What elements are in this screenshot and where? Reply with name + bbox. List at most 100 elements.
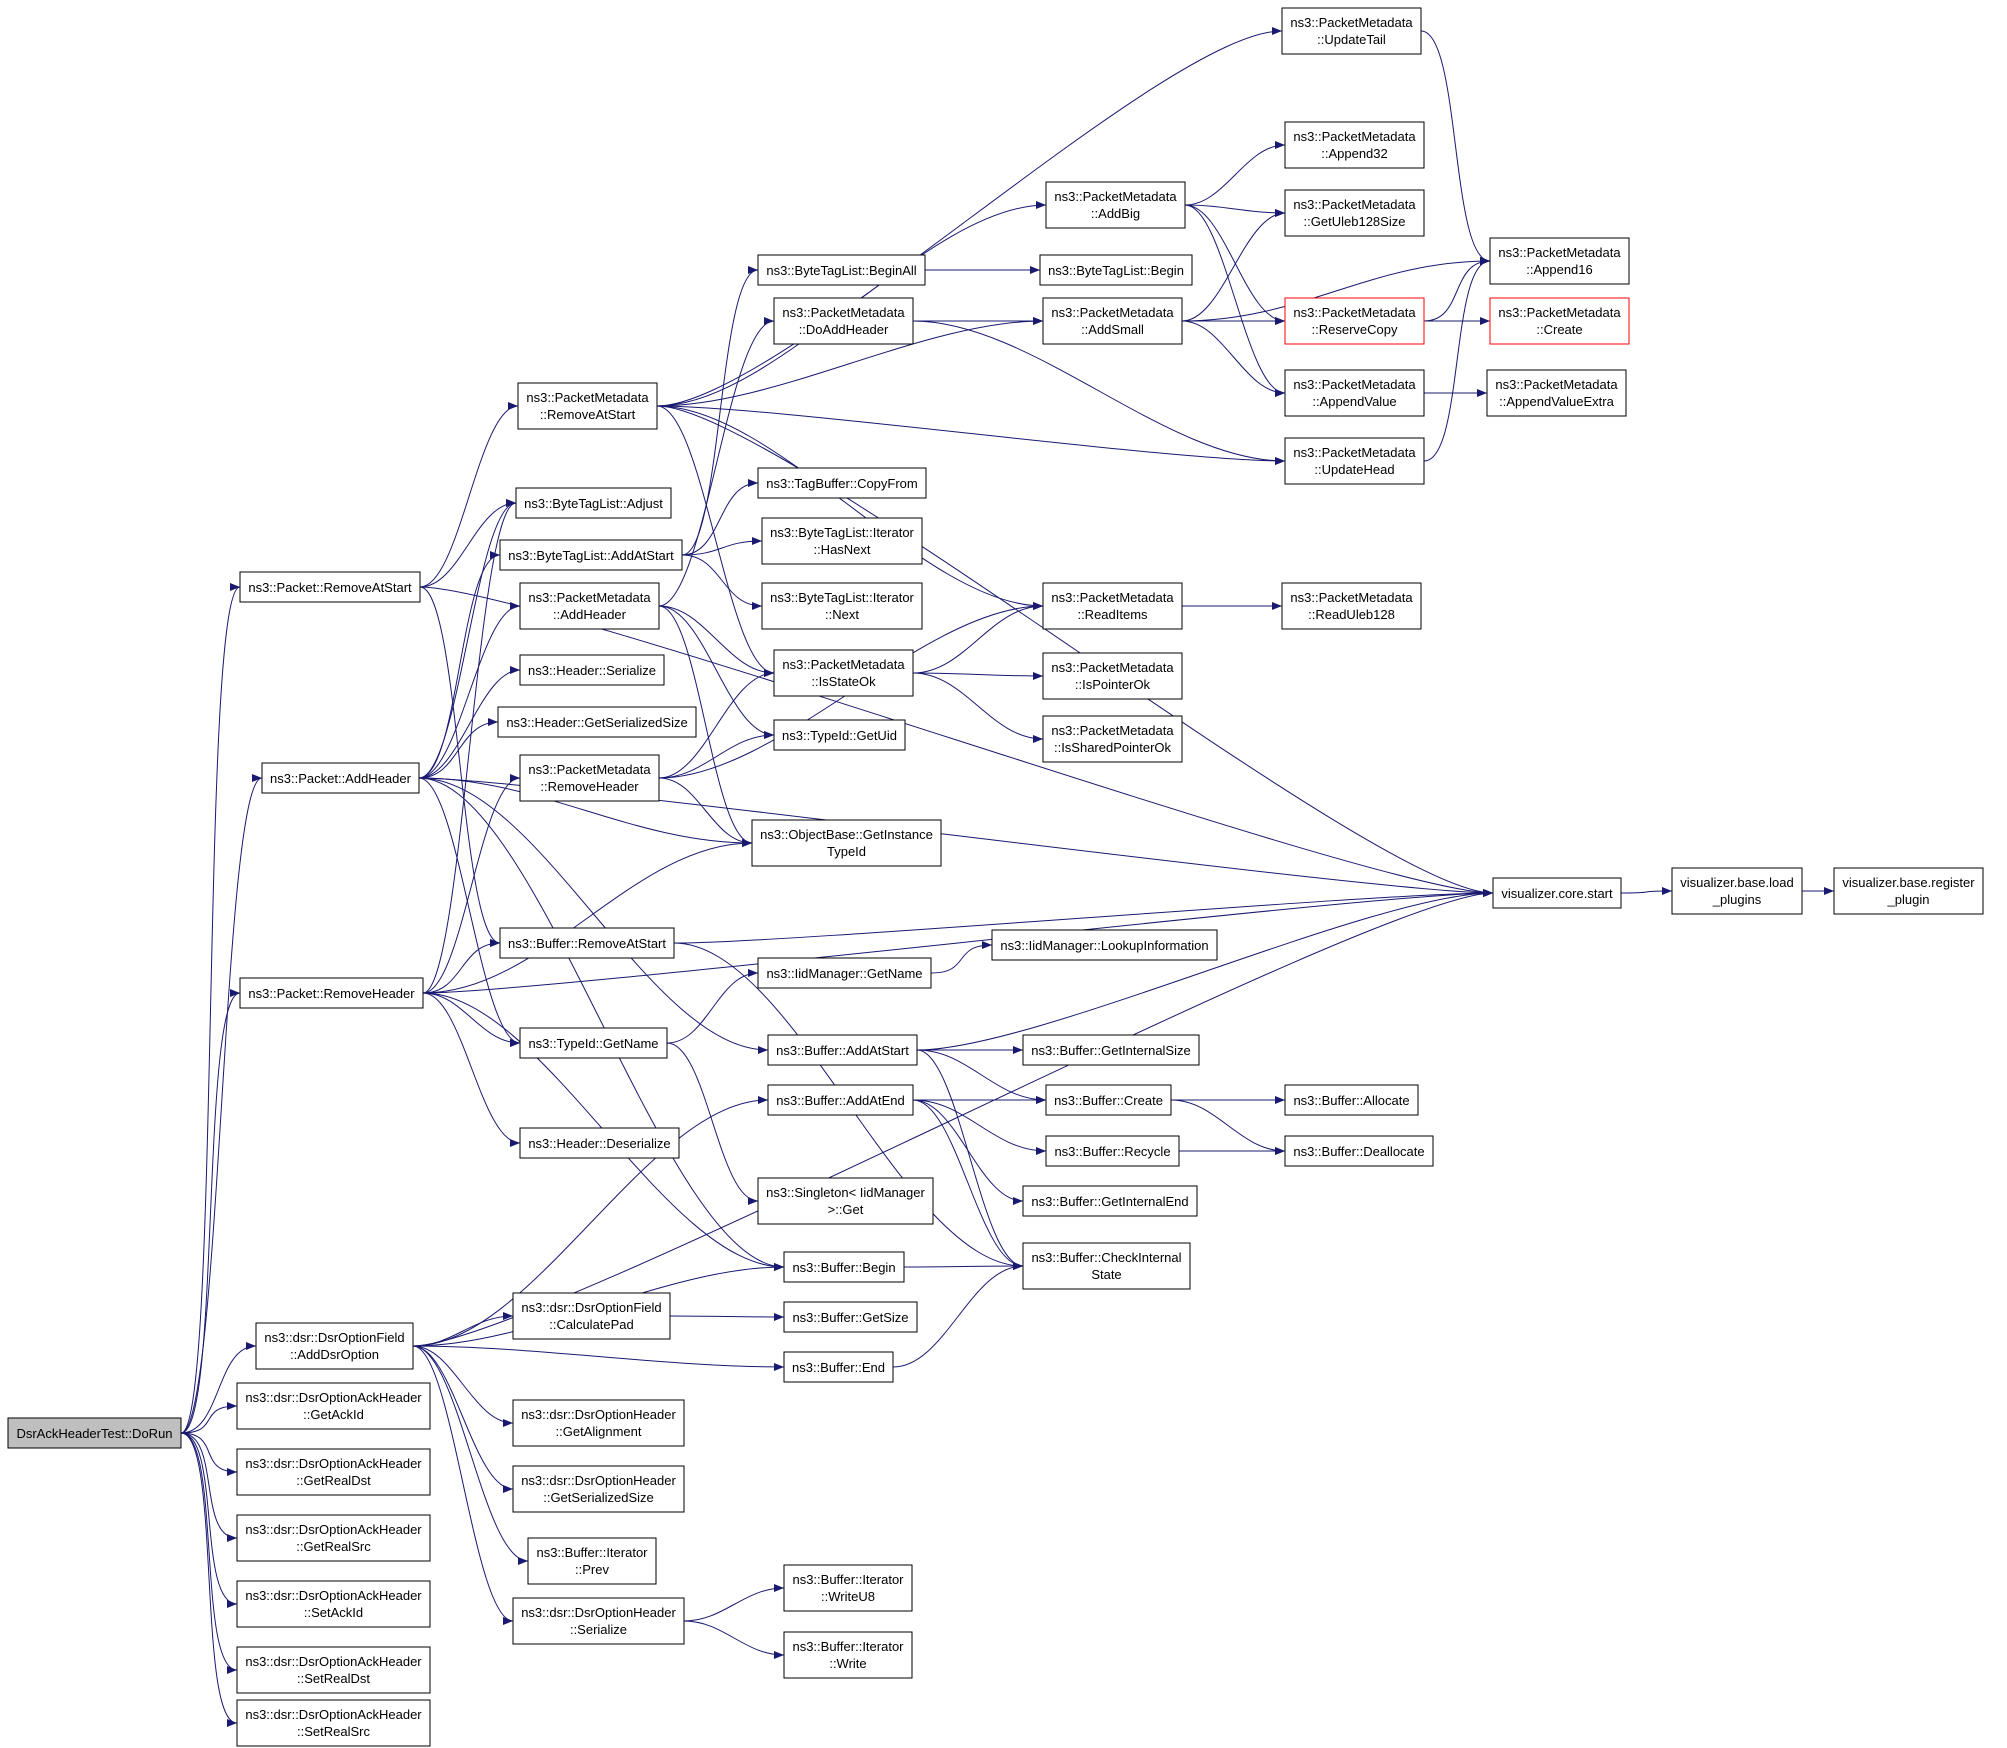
node-packetmetadata-isstateok[interactable]: ns3::PacketMetadata::IsStateOk xyxy=(773,649,914,697)
node-box xyxy=(497,706,697,738)
node-singleton-iidmanager-get[interactable]: ns3::Singleton< IidManager>::Get xyxy=(757,1177,934,1225)
node-label: ::Append32 xyxy=(1321,146,1388,161)
node-buffer-iterator-prev[interactable]: ns3::Buffer::Iterator::Prev xyxy=(527,1537,657,1585)
node-box xyxy=(1022,1034,1200,1066)
node-bytetaglist-adjust[interactable]: ns3::ByteTagList::Adjust xyxy=(515,487,672,519)
node-label: TypeId xyxy=(827,844,866,859)
node-packetmetadata-addheader[interactable]: ns3::PacketMetadata::AddHeader xyxy=(519,582,660,630)
edge-packet-removeatstart--packetmetadata-removeatstart xyxy=(419,402,519,588)
node-buffer-iterator-write[interactable]: ns3::Buffer::Iterator::Write xyxy=(783,1631,913,1679)
node-header-getserializedsize[interactable]: ns3::Header::GetSerializedSize xyxy=(497,706,697,738)
node-dsroptionackheader-setackid[interactable]: ns3::dsr::DsrOptionAckHeader::SetAckId xyxy=(236,1580,431,1628)
node-label: ns3::PacketMetadata xyxy=(1293,445,1416,460)
node-bytetaglist-addatstart[interactable]: ns3::ByteTagList::AddAtStart xyxy=(499,539,683,571)
node-packetmetadata-create[interactable]: ns3::PacketMetadata::Create xyxy=(1489,297,1630,345)
node-packetmetadata-removeheader[interactable]: ns3::PacketMetadata::RemoveHeader xyxy=(519,754,660,802)
node-packetmetadata-getuleb128size[interactable]: ns3::PacketMetadata::GetUleb128Size xyxy=(1284,189,1425,237)
node-dsroptionheader-getserializedsize[interactable]: ns3::dsr::DsrOptionHeader::GetSerialized… xyxy=(512,1465,685,1513)
node-header-deserialize[interactable]: ns3::Header::Deserialize xyxy=(519,1127,680,1159)
node-dsroptionackheader-setrealdst[interactable]: ns3::dsr::DsrOptionAckHeader::SetRealDst xyxy=(236,1646,431,1694)
node-buffer-allocate[interactable]: ns3::Buffer::Allocate xyxy=(1284,1084,1419,1116)
node-dsroptionackheader-getackid[interactable]: ns3::dsr::DsrOptionAckHeader::GetAckId xyxy=(236,1382,431,1430)
node-buffer-getinternalend[interactable]: ns3::Buffer::GetInternalEnd xyxy=(1022,1185,1198,1217)
node-box xyxy=(1489,297,1630,345)
node-packetmetadata-ispointerok[interactable]: ns3::PacketMetadata::IsPointerOk xyxy=(1042,652,1183,700)
node-dsroptionheader-getalignment[interactable]: ns3::dsr::DsrOptionHeader::GetAlignment xyxy=(512,1399,685,1447)
edge-buffer-addatstart--buffer-create xyxy=(916,1049,1047,1104)
node-label: ns3::ByteTagList::AddAtStart xyxy=(508,548,674,563)
node-tagbuffer-copyfrom[interactable]: ns3::TagBuffer::CopyFrom xyxy=(757,467,927,499)
edge-packetmetadata-removeatstart--packetmetadata-updatehead xyxy=(656,405,1286,465)
edge-packetmetadata-removeheader--packetmetadata-isstateok xyxy=(658,669,775,779)
node-box xyxy=(261,762,420,794)
node-buffer-removeatstart[interactable]: ns3::Buffer::RemoveAtStart xyxy=(499,927,675,959)
node-typeid-getuid[interactable]: ns3::TypeId::GetUid xyxy=(773,719,906,751)
node-packetmetadata-append16[interactable]: ns3::PacketMetadata::Append16 xyxy=(1489,237,1630,285)
node-label: ns3::Buffer::Allocate xyxy=(1293,1093,1409,1108)
node-packetmetadata-doaddheader[interactable]: ns3::PacketMetadata::DoAddHeader xyxy=(773,297,914,345)
node-dsroptionackheader-setrealsrc[interactable]: ns3::dsr::DsrOptionAckHeader::SetRealSrc xyxy=(236,1699,431,1747)
edge-packetmetadata-removeheader--typeid-getuid xyxy=(658,731,775,779)
node-iidmanager-getname[interactable]: ns3::IidManager::GetName xyxy=(757,957,932,989)
node-bytetaglist-begin[interactable]: ns3::ByteTagList::Begin xyxy=(1039,254,1193,286)
node-typeid-getname[interactable]: ns3::TypeId::GetName xyxy=(519,1027,668,1059)
node-packetmetadata-reservecopy[interactable]: ns3::PacketMetadata::ReserveCopy xyxy=(1284,297,1425,345)
node-dsroptionfield-calculatepad[interactable]: ns3::dsr::DsrOptionField::CalculatePad xyxy=(512,1292,671,1340)
node-bytetaglist-beginall[interactable]: ns3::ByteTagList::BeginAll xyxy=(757,254,926,286)
node-packetmetadata-readuleb128[interactable]: ns3::PacketMetadata::ReadUleb128 xyxy=(1281,582,1422,630)
node-packet-removeheader[interactable]: ns3::Packet::RemoveHeader xyxy=(239,977,424,1009)
edge-packetmetadata-removeatstart--packetmetadata-readitems xyxy=(656,405,1044,610)
node-visualizer-core-start[interactable]: visualizer.core.start xyxy=(1492,877,1622,909)
node-buffer-begin[interactable]: ns3::Buffer::Begin xyxy=(783,1251,905,1283)
node-dsroptionackheader-getrealsrc[interactable]: ns3::dsr::DsrOptionAckHeader::GetRealSrc xyxy=(236,1514,431,1562)
node-buffer-iterator-writeu8[interactable]: ns3::Buffer::Iterator::WriteU8 xyxy=(783,1564,913,1612)
node-visualizer-base-register-plugin[interactable]: visualizer.base.register_plugin xyxy=(1833,867,1984,915)
node-packetmetadata-updatetail[interactable]: ns3::PacketMetadata::UpdateTail xyxy=(1281,7,1422,55)
node-label: ns3::PacketMetadata xyxy=(782,657,905,672)
node-dsrackheadertest-dorun[interactable]: DsrAckHeaderTest::DoRun xyxy=(7,1417,182,1449)
edge-dsrackheadertest-dorun--dsroptionackheader-setackid xyxy=(180,1432,238,1608)
node-box xyxy=(512,1399,685,1447)
node-packetmetadata-removeatstart[interactable]: ns3::PacketMetadata::RemoveAtStart xyxy=(517,382,658,430)
node-buffer-getinternalsize[interactable]: ns3::Buffer::GetInternalSize xyxy=(1022,1034,1200,1066)
node-packetmetadata-readitems[interactable]: ns3::PacketMetadata::ReadItems xyxy=(1042,582,1183,630)
node-dsroptionfield-adddsroption[interactable]: ns3::dsr::DsrOptionField::AddDsrOption xyxy=(255,1322,414,1370)
node-label: visualizer.base.register xyxy=(1842,875,1975,890)
node-buffer-getsize[interactable]: ns3::Buffer::GetSize xyxy=(783,1301,918,1333)
node-packetmetadata-updatehead[interactable]: ns3::PacketMetadata::UpdateHead xyxy=(1284,437,1425,485)
node-packetmetadata-appendvalue[interactable]: ns3::PacketMetadata::AppendValue xyxy=(1284,369,1425,417)
node-buffer-create[interactable]: ns3::Buffer::Create xyxy=(1045,1084,1172,1116)
node-packetmetadata-addbig[interactable]: ns3::PacketMetadata::AddBig xyxy=(1045,181,1186,229)
node-box xyxy=(1042,297,1183,345)
node-dsroptionheader-serialize[interactable]: ns3::dsr::DsrOptionHeader::Serialize xyxy=(512,1597,685,1645)
node-box xyxy=(236,1580,431,1628)
node-label: ns3::Buffer::Iterator xyxy=(792,1639,904,1654)
node-buffer-addatstart[interactable]: ns3::Buffer::AddAtStart xyxy=(767,1034,918,1066)
node-packetmetadata-addsmall[interactable]: ns3::PacketMetadata::AddSmall xyxy=(1042,297,1183,345)
node-label: ::UpdateTail xyxy=(1317,32,1386,47)
node-packetmetadata-append32[interactable]: ns3::PacketMetadata::Append32 xyxy=(1284,121,1425,169)
node-box xyxy=(1042,652,1183,700)
node-iidmanager-lookupinformation[interactable]: ns3::IidManager::LookupInformation xyxy=(991,929,1218,961)
node-box xyxy=(773,719,906,751)
node-buffer-addatend[interactable]: ns3::Buffer::AddAtEnd xyxy=(767,1084,914,1116)
node-label: ns3::Buffer::RemoveAtStart xyxy=(508,936,666,951)
node-bytetaglist-iterator-hasnext[interactable]: ns3::ByteTagList::Iterator::HasNext xyxy=(761,517,923,565)
node-bytetaglist-iterator-next[interactable]: ns3::ByteTagList::Iterator::Next xyxy=(761,582,923,630)
node-buffer-end[interactable]: ns3::Buffer::End xyxy=(783,1351,894,1383)
node-visualizer-base-load-plugins[interactable]: visualizer.base.load_plugins xyxy=(1671,867,1803,915)
node-packet-removeatstart[interactable]: ns3::Packet::RemoveAtStart xyxy=(239,571,421,603)
node-box xyxy=(1045,1135,1180,1167)
node-packetmetadata-appendvalueextra[interactable]: ns3::PacketMetadata::AppendValueExtra xyxy=(1486,369,1627,417)
node-label: ns3::Buffer::GetInternalEnd xyxy=(1031,1194,1188,1209)
node-label: ns3::PacketMetadata xyxy=(1051,723,1174,738)
node-header-serialize[interactable]: ns3::Header::Serialize xyxy=(519,654,665,686)
node-dsroptionackheader-getrealdst[interactable]: ns3::dsr::DsrOptionAckHeader::GetRealDst xyxy=(236,1448,431,1496)
node-packetmetadata-issharedpointerok[interactable]: ns3::PacketMetadata::IsSharedPointerOk xyxy=(1042,715,1183,763)
node-buffer-deallocate[interactable]: ns3::Buffer::Deallocate xyxy=(1284,1135,1434,1167)
node-buffer-recycle[interactable]: ns3::Buffer::Recycle xyxy=(1045,1135,1180,1167)
node-packet-addheader[interactable]: ns3::Packet::AddHeader xyxy=(261,762,420,794)
